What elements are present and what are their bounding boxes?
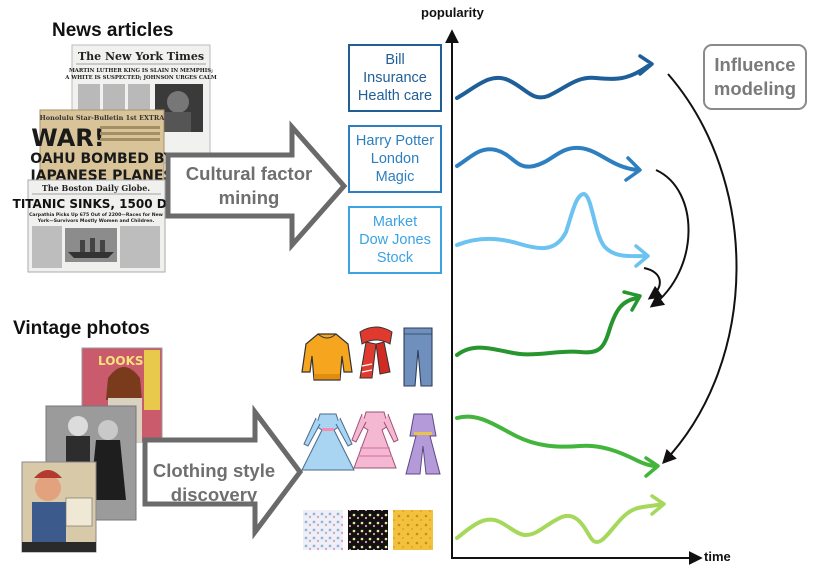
- topic-box-market: Market Dow Jones Stock: [348, 206, 442, 274]
- magazine-title: LOOKS: [98, 354, 144, 368]
- influence-arrow-short: [643, 267, 664, 300]
- y-axis-label: popularity: [421, 5, 484, 20]
- vintage-poster: [21, 461, 97, 553]
- influence-arrows: [643, 73, 738, 465]
- blue-dress-icon: [301, 413, 355, 471]
- influence-line-2: modeling: [713, 78, 797, 99]
- x-axis-label: time: [704, 549, 731, 564]
- topic-harry-word-3: Magic: [375, 169, 415, 185]
- honolulu-masthead: Honolulu Star-Bulletin 1st EXTRA: [40, 114, 166, 122]
- clothing-style-discovery-label: Clothing style discovery: [140, 459, 288, 507]
- honolulu-war: WAR!: [31, 124, 104, 152]
- news-articles-heading: News articles: [52, 20, 174, 41]
- yellow-pattern-icon: [393, 510, 433, 550]
- influence-modeling-box: Influence modeling: [703, 44, 807, 110]
- curve-topic-market: [455, 192, 648, 259]
- curve-topic-harry-potter: [455, 145, 640, 172]
- topic-box-harry-potter: Harry Potter London Magic: [348, 125, 442, 193]
- honolulu-line-1: OAHU BOMBED BY: [30, 151, 174, 167]
- clothing-label-line-1: Clothing style: [152, 460, 276, 481]
- curve-style-dress: [455, 414, 658, 468]
- pink-dress-icon: [351, 411, 399, 469]
- boston-sub-2: York—Survivors Mostly Women and Children…: [37, 218, 155, 224]
- clothing-label-line-2: discovery: [170, 484, 258, 505]
- nyt-masthead: The New York Times: [78, 50, 204, 63]
- topic-bill-word-3: Health care: [357, 88, 433, 104]
- scarf-icon: [359, 326, 393, 379]
- curve-style-sweater: [455, 296, 640, 357]
- newspaper-honolulu: Honolulu Star-Bulletin 1st EXTRA WAR! OA…: [29, 109, 175, 191]
- influence-arrow-mid: [649, 169, 690, 308]
- boston-masthead: The Boston Daily Globe.: [42, 183, 150, 193]
- topic-market-word-3: Stock: [376, 250, 414, 266]
- influence-line-1: Influence: [714, 54, 796, 75]
- vintage-photos-heading: Vintage photos: [13, 318, 150, 339]
- purple-outfit-icon: [405, 413, 441, 475]
- floral-pattern-icon: [303, 510, 343, 550]
- cultural-factor-mining-label: Cultural factor mining: [170, 162, 328, 210]
- clothing-style-discovery-arrow: [142, 404, 304, 540]
- topic-market-word-1: Market: [372, 214, 418, 230]
- topic-bill-word-1: Bill: [385, 52, 405, 68]
- nyt-headline-2: A WHITE IS SUSPECTED; JOHNSON URGES CALM: [64, 75, 217, 81]
- black-pattern-icon: [348, 510, 388, 550]
- curve-style-pattern: [455, 502, 664, 544]
- sweater-icon: [288, 326, 356, 382]
- topic-box-bill: Bill Insurance Health care: [348, 44, 442, 112]
- jeans-icon: [400, 324, 436, 388]
- boston-sub-1: Carpathia Picks Up 675 Out of 2200—Races…: [29, 212, 164, 218]
- cultural-label-line-2: mining: [218, 187, 280, 208]
- topic-market-word-2: Dow Jones: [359, 232, 431, 248]
- cultural-factor-mining-arrow: [165, 120, 348, 252]
- cultural-label-line-1: Cultural factor: [185, 163, 313, 184]
- nyt-headline-1: MARTIN LUTHER KING IS SLAIN IN MEMPHIS;: [69, 68, 213, 74]
- topic-harry-word-2: London: [370, 151, 420, 167]
- curve-topic-bill: [455, 64, 650, 100]
- newspaper-boston: The Boston Daily Globe. TITANIC SINKS, 1…: [13, 179, 180, 273]
- topic-bill-word-2: Insurance: [363, 70, 427, 86]
- boston-headline: TITANIC SINKS, 1500 DIE: [13, 197, 180, 211]
- topic-harry-word-1: Harry Potter: [355, 133, 435, 149]
- influence-arrow-long: [662, 73, 738, 465]
